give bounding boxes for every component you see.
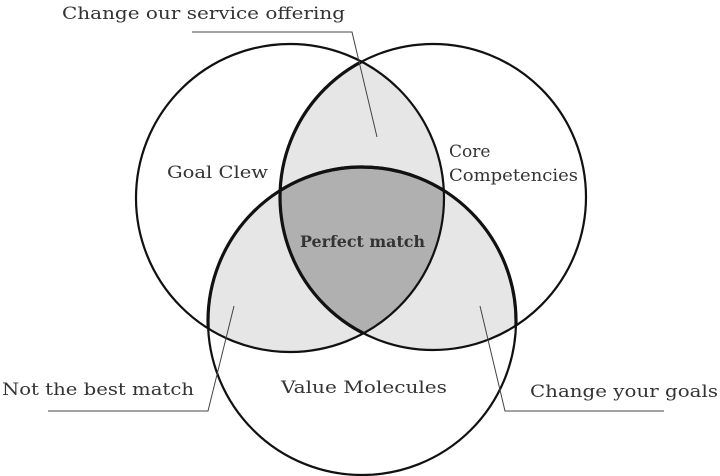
label-core: Core <box>449 142 490 162</box>
leader-line-goal-value <box>48 305 235 412</box>
circle-goal-clew <box>134 42 446 354</box>
label-competencies: Competencies <box>449 166 578 186</box>
leader-line-goal-core <box>192 31 378 138</box>
label-goal-clew: Goal Clew <box>167 163 269 183</box>
label-value-molecules: Value Molecules <box>280 378 447 398</box>
label-change-service-offering: Change our service offering <box>62 4 345 24</box>
label-perfect-match: Perfect match <box>300 232 425 251</box>
label-change-your-goals: Change your goals <box>530 382 718 402</box>
label-not-best-match: Not the best match <box>2 380 194 400</box>
leader-line-core-value <box>479 305 664 412</box>
